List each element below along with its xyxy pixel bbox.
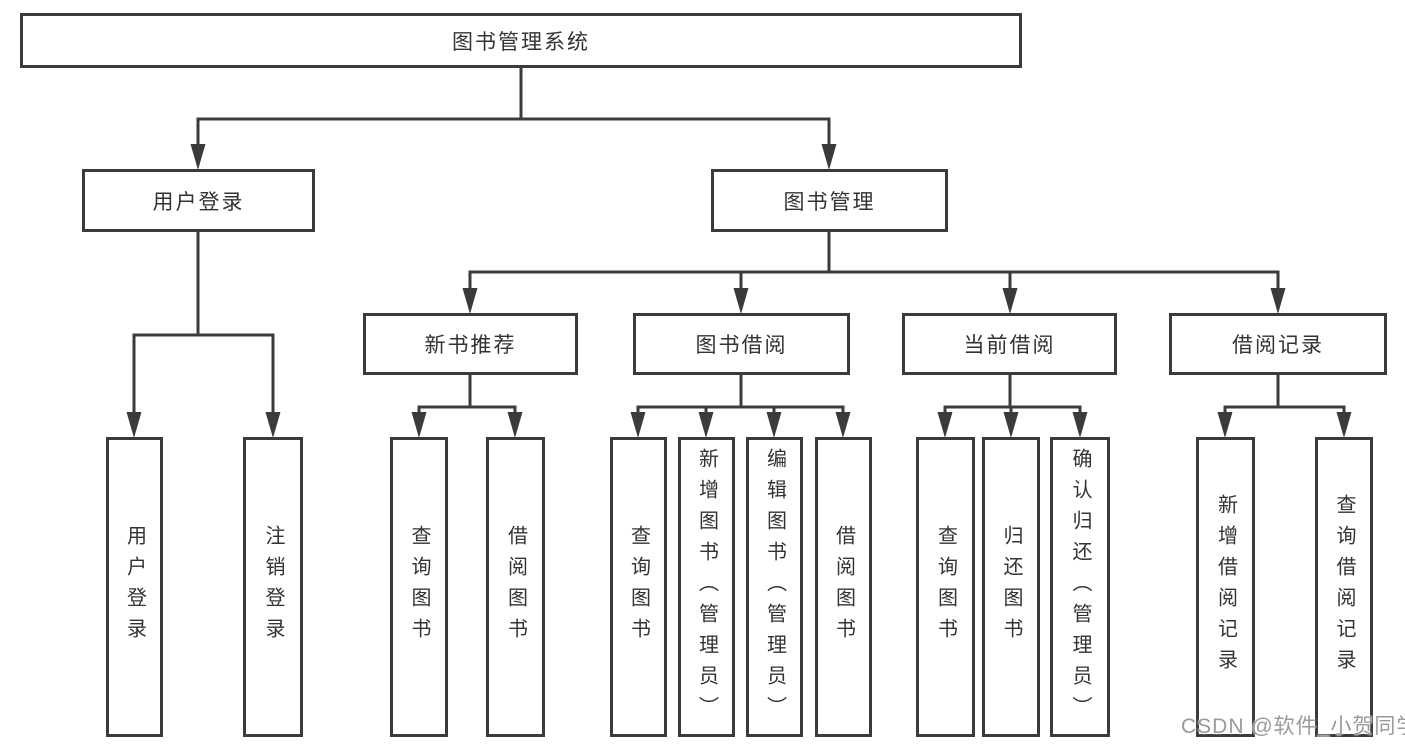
- leaf-user-login: 用户登录: [106, 437, 163, 737]
- leaf-return-books: 归还图书: [982, 437, 1040, 737]
- leaf-confirm-return-admin: 确认归还（管理员）: [1050, 437, 1110, 737]
- node-book-borrowing: 图书借阅: [633, 313, 850, 375]
- watermark: CSDN @软件_小贺同学: [1181, 715, 1405, 738]
- leaf-query-books-borrow: 查询图书: [610, 437, 667, 737]
- node-new-book-recommendation: 新书推荐: [363, 313, 578, 375]
- leaf-edit-books-admin: 编辑图书（管理员）: [746, 437, 803, 737]
- node-book-management: 图书管理: [711, 169, 948, 232]
- node-root: 图书管理系统: [20, 13, 1022, 68]
- leaf-logout: 注销登录: [243, 437, 303, 737]
- arrowheads: [126, 144, 1352, 438]
- leaf-borrow-books-recommend: 借阅图书: [486, 437, 545, 737]
- leaf-add-books-admin: 新增图书（管理员）: [678, 437, 735, 737]
- node-borrowing-records: 借阅记录: [1169, 313, 1387, 375]
- node-current-borrowing: 当前借阅: [902, 313, 1117, 375]
- leaf-query-borrow-record: 查询借阅记录: [1315, 437, 1373, 737]
- leaf-borrow-books: 借阅图书: [815, 437, 872, 737]
- node-user-login: 用户登录: [82, 169, 315, 232]
- leaf-query-books-recommend: 查询图书: [390, 437, 448, 737]
- leaf-add-borrow-record: 新增借阅记录: [1196, 437, 1255, 737]
- leaf-query-books-current: 查询图书: [916, 437, 975, 737]
